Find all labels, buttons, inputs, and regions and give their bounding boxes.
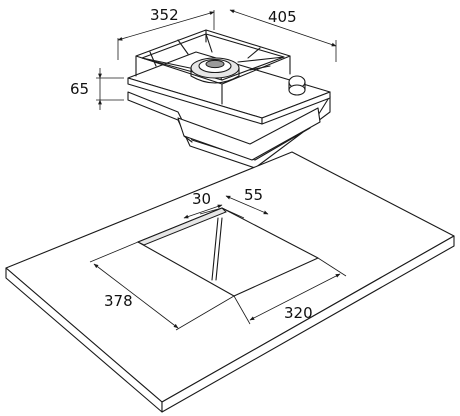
countertop-side-edge [161, 235, 455, 413]
dim-hob-depth: 405 [268, 8, 297, 26]
dim-rear-offset: 30 [192, 190, 211, 208]
dim-hob-width: 352 [150, 6, 179, 24]
gas-hob-unit [127, 29, 331, 169]
dim-cutout-width: 320 [284, 304, 313, 322]
cutout-dimensions: 30 55 378 320 [89, 186, 347, 331]
dim-cutout-depth: 378 [104, 292, 133, 310]
hob-dimensions: 352 405 65 [70, 6, 337, 110]
burner-cap [205, 59, 225, 69]
dim-side-offset: 55 [244, 186, 263, 204]
dim-hob-height: 65 [70, 80, 89, 98]
